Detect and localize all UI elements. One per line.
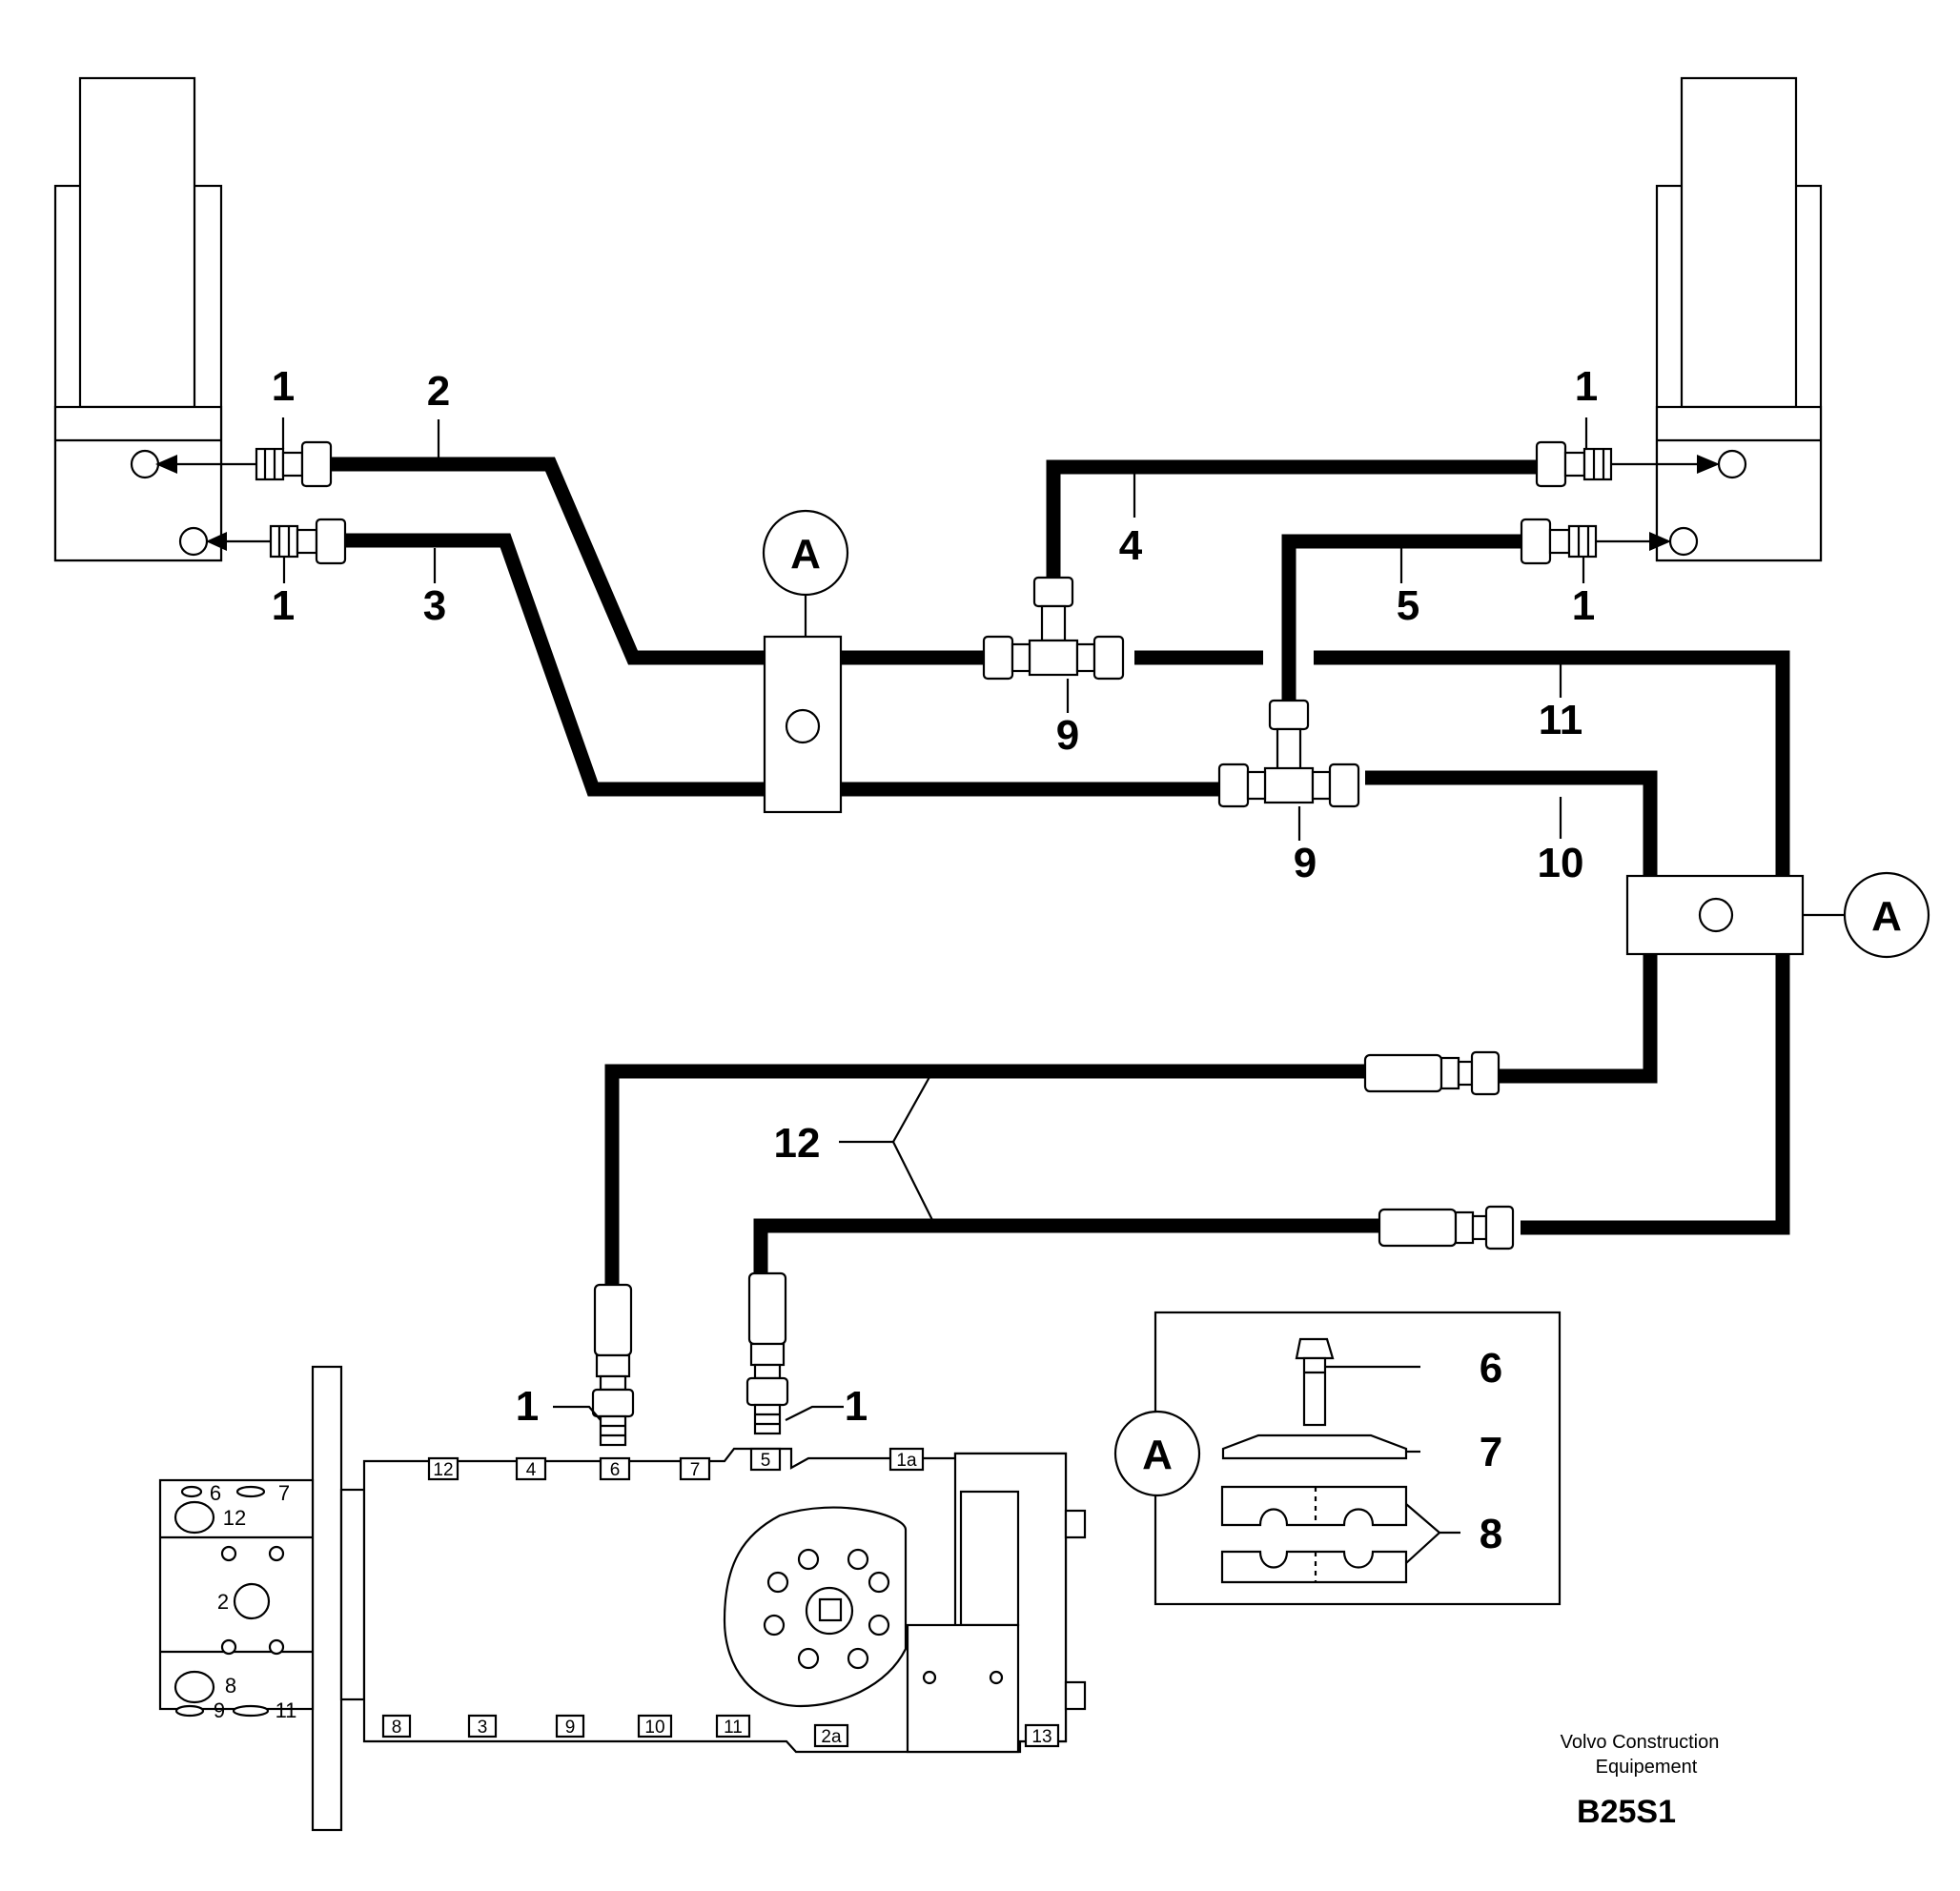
callout-hose-2: 2 (427, 368, 450, 415)
manufacturer-line-2: Equipement (1596, 1757, 1698, 1778)
hose-10 (1365, 770, 1658, 1084)
callout-hose-5: 5 (1397, 582, 1419, 629)
detail-marker-label: A (1871, 893, 1902, 940)
hose-12-lower (753, 1218, 1380, 1277)
valve-port-label: 12 (433, 1460, 453, 1480)
hose-end-upper (1363, 1050, 1501, 1096)
fitting-left-lower (206, 518, 347, 565)
hose-4 (1046, 459, 1537, 581)
valve-port-label: 3 (478, 1718, 488, 1738)
clamp-block-left (763, 635, 843, 814)
callout-washer: 7 (1480, 1429, 1502, 1475)
callout-hose-3: 3 (423, 582, 446, 629)
side-port-label: 11 (276, 1698, 297, 1722)
fitting-right-lower (1520, 518, 1671, 565)
valve-fitting-left (591, 1283, 635, 1447)
valve-port-label: 1a (896, 1451, 917, 1471)
detail-marker-a-inset: A (1113, 1410, 1201, 1497)
side-port-label: 9 (214, 1698, 225, 1722)
valve-port-label: 9 (565, 1718, 576, 1738)
side-port-label: 8 (225, 1674, 236, 1698)
side-port-label: 2 (217, 1590, 229, 1614)
valve-port-label: 7 (690, 1460, 701, 1480)
valve-port-label: 11 (724, 1718, 743, 1738)
side-port-labels: 6 7 12 2 8 9 11 (210, 1481, 297, 1722)
detail-marker-label: A (1142, 1432, 1173, 1478)
detail-marker-a-top: A (762, 509, 849, 637)
valve-port-label: 4 (526, 1460, 537, 1480)
callout-fitting: 1 (845, 1383, 868, 1430)
hose-12-upper (604, 1064, 1368, 1285)
control-valve (158, 1365, 1087, 1832)
cylinder-right (1655, 76, 1823, 562)
callout-clamp: 8 (1480, 1511, 1502, 1557)
callout-fitting: 1 (1572, 582, 1595, 629)
footer: Volvo Construction Equipement B25S1 (1561, 1732, 1720, 1830)
hose-end-lower (1378, 1205, 1515, 1250)
clamp-block-right (1625, 874, 1805, 956)
valve-port-label: 8 (392, 1718, 402, 1738)
hose-5 (1281, 534, 1521, 705)
leader-lines (281, 417, 1588, 1421)
callout-tee: 9 (1056, 712, 1079, 759)
callout-fitting: 1 (1575, 363, 1598, 410)
valve-port-labels: 12 4 6 7 5 1a 8 3 9 10 11 2a 13 (392, 1451, 1052, 1747)
callout-bolt: 6 (1480, 1345, 1502, 1392)
detail-a-inset (1154, 1311, 1562, 1606)
valve-port-label: 6 (610, 1460, 621, 1480)
cylinder-left (53, 76, 223, 562)
tee-lower (1217, 699, 1360, 808)
callout-hose-4: 4 (1119, 522, 1143, 569)
callout-hose-12: 12 (774, 1120, 821, 1167)
callout-fitting: 1 (272, 582, 295, 629)
valve-port-label: 13 (1031, 1727, 1051, 1747)
tee-upper (982, 576, 1125, 681)
valve-port-boxes (381, 1447, 1060, 1748)
valve-port-label: 10 (644, 1718, 664, 1738)
side-port-label: 7 (278, 1481, 290, 1505)
callout-tee: 9 (1294, 840, 1317, 886)
hose-3 (343, 533, 1223, 797)
fitting-right-upper (1535, 440, 1720, 488)
callout-fitting: 1 (272, 363, 295, 410)
detail-marker-label: A (790, 531, 821, 578)
callout-hose-10: 10 (1538, 840, 1584, 886)
detail-marker-a-right: A (1803, 871, 1930, 959)
fitting-left-upper (155, 440, 333, 488)
manufacturer-line-1: Volvo Construction (1561, 1732, 1720, 1753)
callout-hose-11: 11 (1539, 697, 1583, 743)
callout-fitting: 1 (516, 1383, 539, 1430)
valve-port-label: 2a (821, 1727, 842, 1747)
figure-code: B25S1 (1577, 1794, 1676, 1830)
valve-fitting-right (745, 1271, 789, 1435)
valve-port-label: 5 (761, 1451, 771, 1471)
callout-labels: 1 1 2 3 1 1 4 5 9 9 11 10 12 1 1 6 7 8 (272, 363, 1598, 1557)
side-port-label: 12 (223, 1506, 246, 1530)
side-port-label: 6 (210, 1481, 221, 1505)
